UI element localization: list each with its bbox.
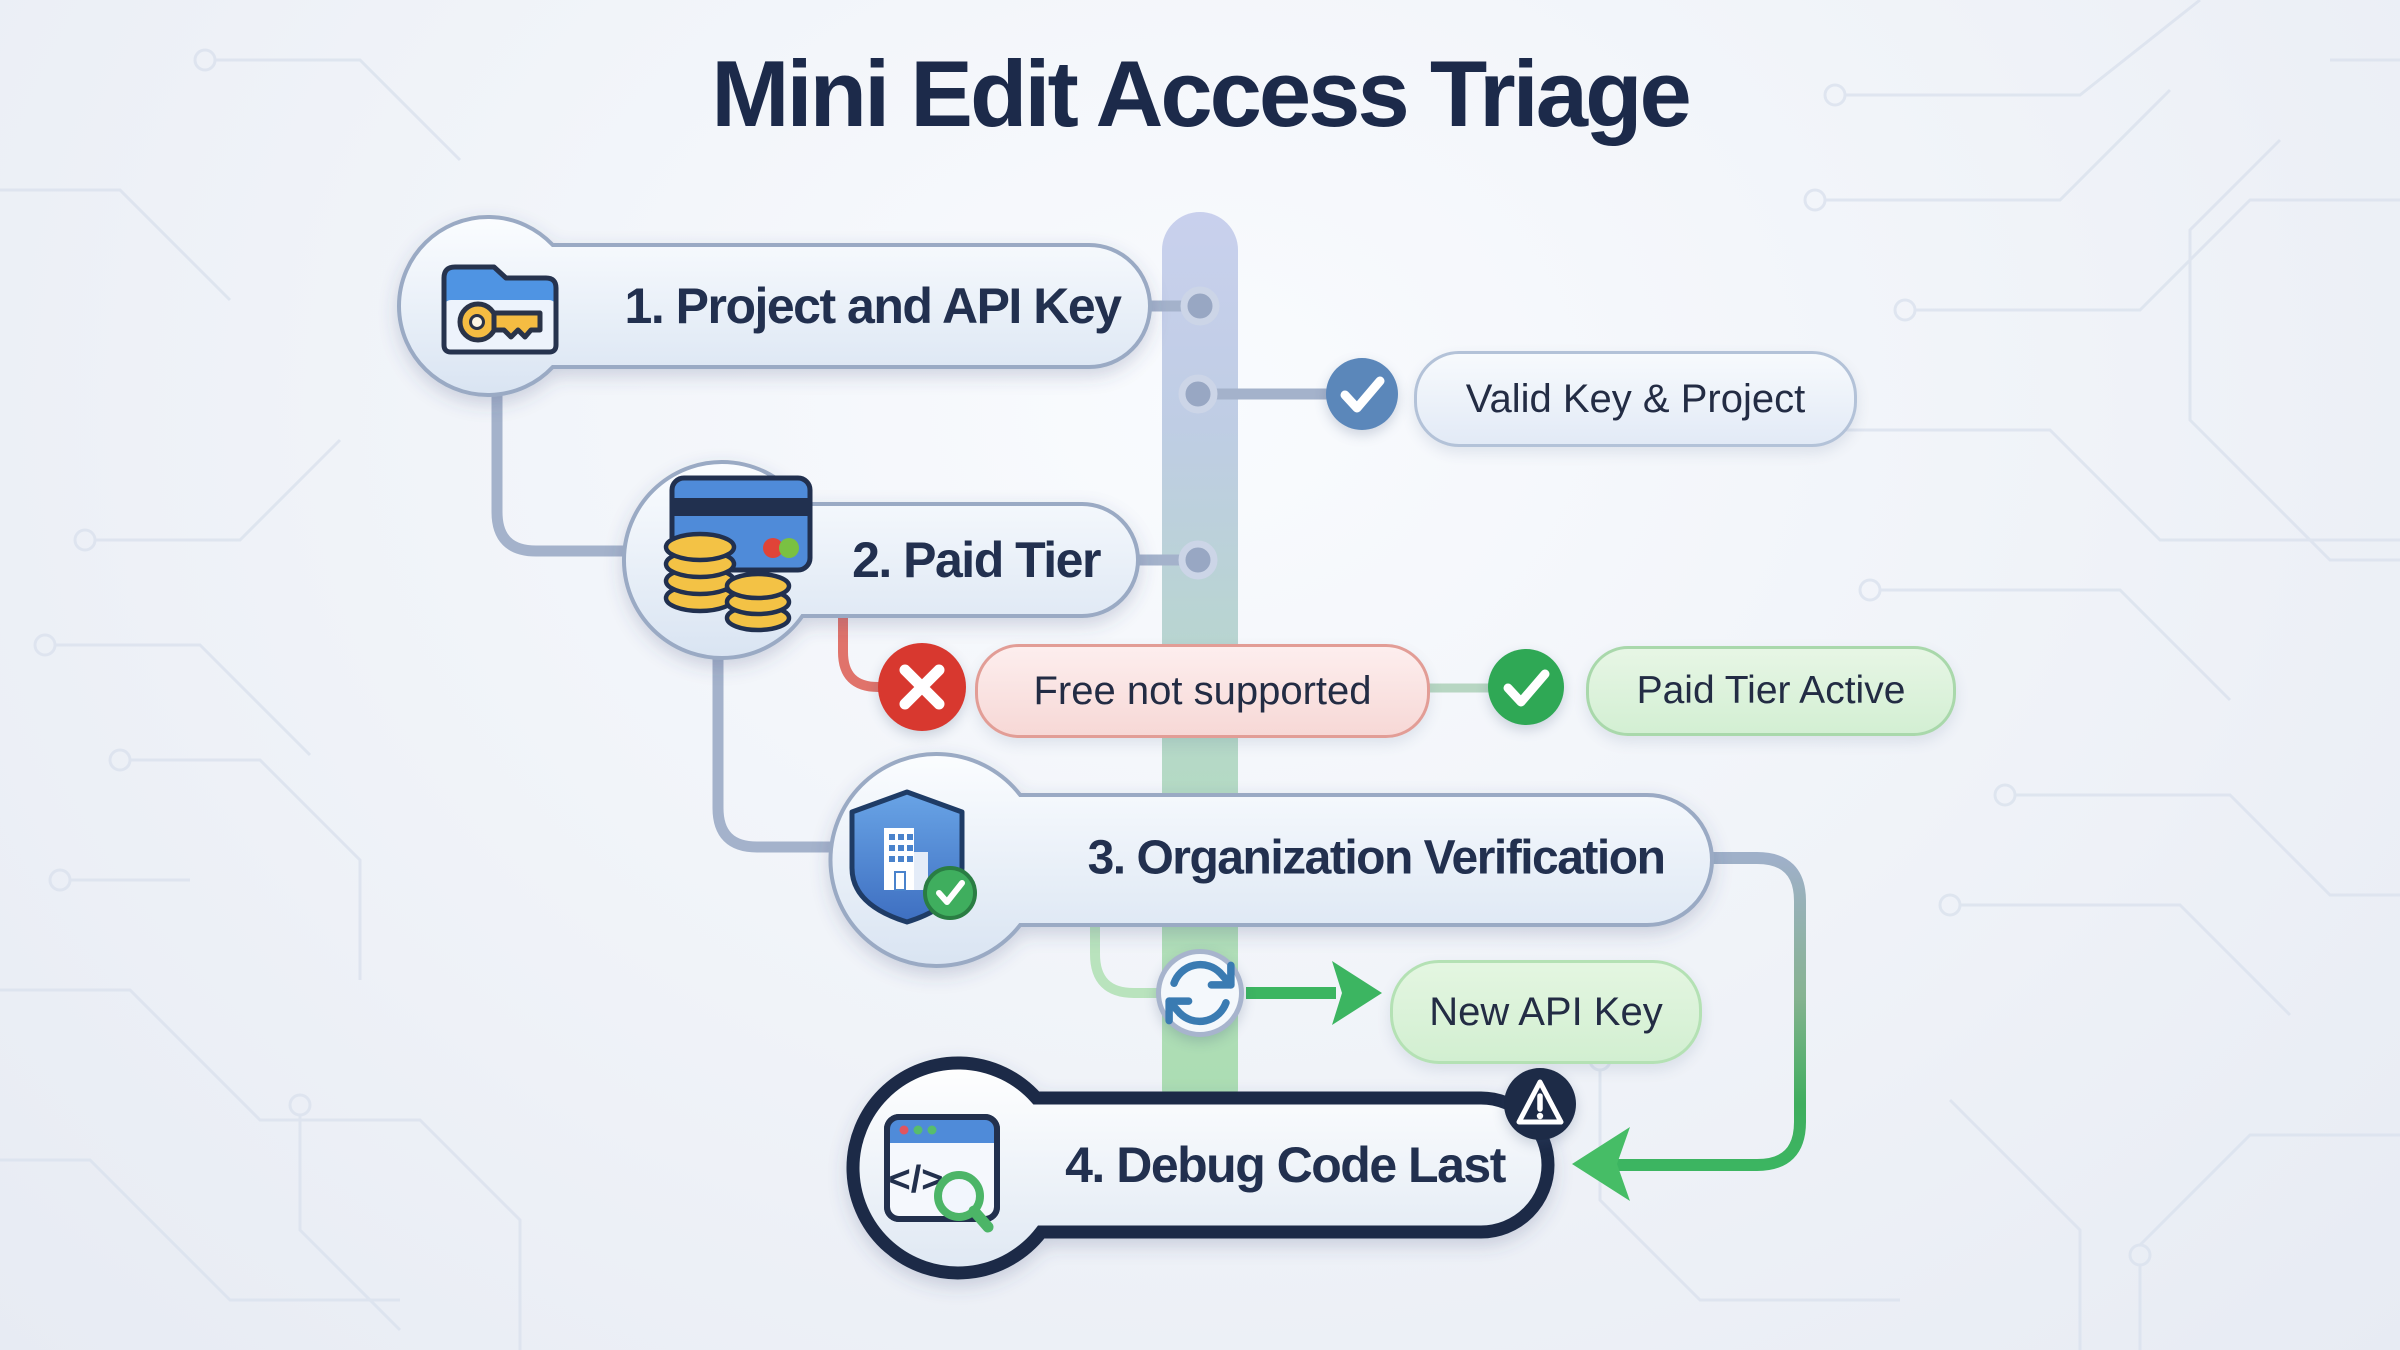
node1-label: 1. Project and API Key — [624, 278, 1122, 334]
browser-code-search-icon: </> — [884, 1114, 1000, 1233]
connector-node3-to-node4 — [1600, 852, 1806, 1171]
node4-label: 4. Debug Code Last — [1065, 1137, 1506, 1193]
page-title: Mini Edit Access Triage — [711, 41, 1692, 146]
badge-free-label: Free not supported — [1033, 668, 1372, 713]
arrowhead-newkey — [1332, 961, 1382, 1025]
node-debug-code-last — [846, 1056, 1555, 1280]
valid-check-icon — [1326, 358, 1398, 430]
connector-node2-to-free — [838, 617, 884, 692]
error-x-icon — [878, 643, 966, 731]
node-organization-verification — [828, 752, 1714, 968]
badge-valid-label: Valid Key & Project — [1465, 376, 1806, 421]
badge-paid-label: Paid Tier Active — [1636, 669, 1906, 712]
node-project-api-key — [397, 215, 1152, 397]
folder-key-icon — [441, 264, 559, 355]
refresh-icon — [1156, 949, 1244, 1037]
badge-newkey-label: New API Key — [1429, 989, 1663, 1034]
badge-new-api-key: New API Key — [1390, 960, 1702, 1064]
badge-valid-key-project: Valid Key & Project — [1414, 351, 1857, 447]
connector-node3-to-refresh — [1090, 925, 1160, 998]
connector-dot — [1180, 286, 1220, 326]
credit-card-coins-icon — [663, 475, 813, 633]
success-check-icon — [1488, 649, 1564, 725]
connector-node2-to-node3 — [712, 654, 860, 853]
connector-dot — [1178, 540, 1218, 580]
connector-dot — [1178, 374, 1218, 414]
warning-icon — [1504, 1068, 1576, 1140]
badge-paid-tier-active: Paid Tier Active — [1586, 646, 1956, 736]
node3-label: 3. Organization Verification — [1087, 831, 1666, 885]
connector-node1-to-node2 — [491, 393, 645, 557]
badge-free-not-supported: Free not supported — [975, 644, 1430, 738]
node2-label: 2. Paid Tier — [852, 532, 1101, 588]
shield-building-verified-icon — [849, 789, 977, 925]
arrowhead-node4 — [1572, 1127, 1630, 1201]
